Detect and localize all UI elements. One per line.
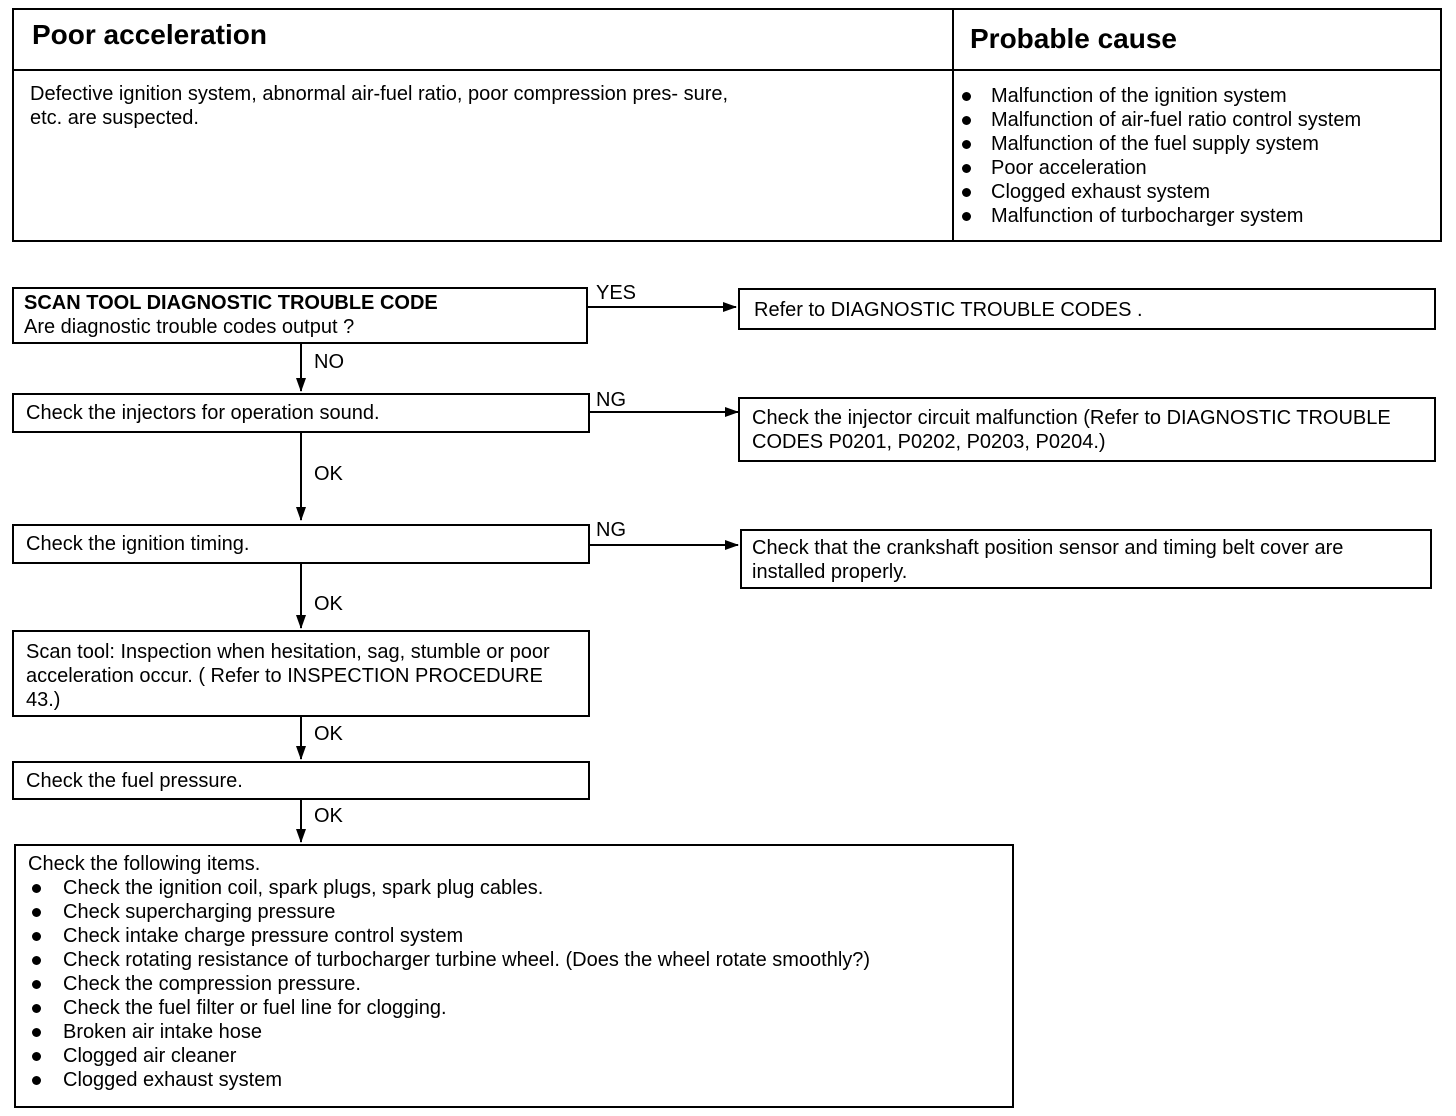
cause-item: Malfunction of the ignition system	[962, 84, 1432, 108]
checklist-item: Check the compression pressure.	[28, 972, 1000, 996]
checklist-text: Check intake charge pressure control sys…	[63, 925, 464, 947]
checklist-intro: Check the following items.	[28, 853, 261, 875]
bullet-icon	[32, 956, 41, 965]
header-divider-vertical	[952, 8, 954, 242]
cause-text: Malfunction of turbocharger system	[991, 205, 1304, 227]
result-crankshaft-sensor: Check that the crankshaft position senso…	[740, 529, 1432, 589]
label-ng: NG	[596, 389, 626, 411]
checklist-items: Check the ignition coil, spark plugs, sp…	[28, 876, 1000, 1092]
bullet-icon	[32, 1004, 41, 1013]
cause-text: Malfunction of air-fuel ratio control sy…	[991, 109, 1362, 131]
header-divider-horizontal	[12, 69, 1442, 71]
bullet-icon	[962, 140, 971, 149]
probable-cause-title: Probable cause	[970, 23, 1177, 54]
label-yes: YES	[596, 282, 637, 304]
checklist-text: Check supercharging pressure	[63, 901, 336, 923]
checklist-item: Broken air intake hose	[28, 1020, 1000, 1044]
bullet-icon	[962, 164, 971, 173]
checklist-text: Check the ignition coil, spark plugs, sp…	[63, 877, 544, 899]
checklist-text: Clogged exhaust system	[63, 1069, 283, 1091]
checklist-item: Clogged exhaust system	[28, 1068, 1000, 1092]
label-ok: OK	[314, 723, 343, 745]
bullet-icon	[962, 212, 971, 221]
step-check-fuel-pressure: Check the fuel pressure.	[12, 761, 590, 800]
cause-item: Clogged exhaust system	[962, 180, 1432, 204]
checklist-item: Check the ignition coil, spark plugs, sp…	[28, 876, 1000, 900]
bullet-icon	[32, 1052, 41, 1061]
checklist-item: Check supercharging pressure	[28, 900, 1000, 924]
bullet-icon	[32, 908, 41, 917]
step-check-injectors: Check the injectors for operation sound.	[12, 393, 590, 433]
bullet-icon	[962, 92, 971, 101]
page-title: Poor acceleration	[32, 19, 267, 50]
label-ok: OK	[314, 805, 343, 827]
step-title: SCAN TOOL DIAGNOSTIC TROUBLE CODE	[24, 292, 438, 314]
cause-text: Malfunction of the ignition system	[991, 85, 1287, 107]
probable-cause-list: Malfunction of the ignition system Malfu…	[962, 84, 1432, 228]
header-table	[12, 8, 1442, 242]
checklist-text: Broken air intake hose	[63, 1021, 263, 1043]
checklist-text: Check the fuel filter or fuel line for c…	[63, 997, 447, 1019]
step-question: Are diagnostic trouble codes output ?	[24, 316, 355, 338]
cause-text: Poor acceleration	[991, 157, 1147, 179]
result-injector-circuit: Check the injector circuit malfunction (…	[738, 397, 1436, 462]
cause-item: Malfunction of the fuel supply system	[962, 132, 1432, 156]
checklist-text: Clogged air cleaner	[63, 1045, 237, 1067]
label-ok: OK	[314, 463, 343, 485]
cause-item: Malfunction of turbocharger system	[962, 204, 1432, 228]
label-ng: NG	[596, 519, 626, 541]
checklist-text: Check the compression pressure.	[63, 973, 361, 995]
bullet-icon	[32, 1028, 41, 1037]
cause-text: Malfunction of the fuel supply system	[991, 133, 1319, 155]
cause-item: Poor acceleration	[962, 156, 1432, 180]
label-ok: OK	[314, 593, 343, 615]
step-scan-tool-dtc: SCAN TOOL DIAGNOSTIC TROUBLE CODE Are di…	[12, 287, 588, 344]
final-checklist: Check the following items. Check the ign…	[14, 844, 1014, 1108]
cause-text: Clogged exhaust system	[991, 181, 1211, 203]
symptom-description: Defective ignition system, abnormal air-…	[30, 83, 729, 129]
cause-item: Malfunction of air-fuel ratio control sy…	[962, 108, 1432, 132]
checklist-item: Clogged air cleaner	[28, 1044, 1000, 1068]
label-no: NO	[314, 351, 344, 373]
bullet-icon	[962, 116, 971, 125]
checklist-text: Check rotating resistance of turbocharge…	[63, 949, 871, 971]
result-refer-dtc: Refer to DIAGNOSTIC TROUBLE CODES .	[738, 288, 1436, 330]
step-check-ignition-timing: Check the ignition timing.	[12, 524, 590, 564]
checklist-item: Check intake charge pressure control sys…	[28, 924, 1000, 948]
checklist-item: Check rotating resistance of turbocharge…	[28, 948, 1000, 972]
bullet-icon	[32, 980, 41, 989]
bullet-icon	[962, 188, 971, 197]
step-scan-tool-inspection: Scan tool: Inspection when hesitation, s…	[12, 630, 590, 717]
bullet-icon	[32, 932, 41, 941]
bullet-icon	[32, 884, 41, 893]
bullet-icon	[32, 1076, 41, 1085]
checklist-item: Check the fuel filter or fuel line for c…	[28, 996, 1000, 1020]
